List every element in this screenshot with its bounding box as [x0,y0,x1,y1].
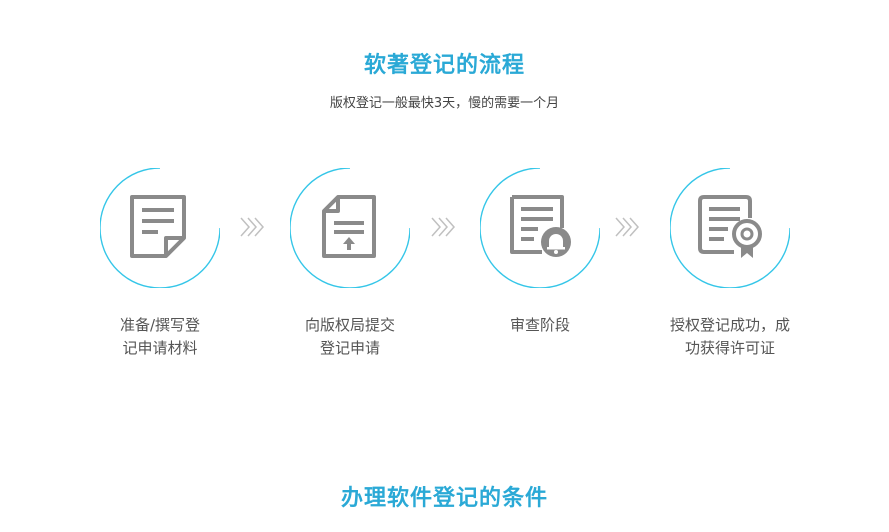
process-title: 软著登记的流程 [363,53,525,78]
step-label-line1: 审查阶段 [509,316,570,334]
upload-document-icon [322,195,376,258]
step-label-line2: 登记申请 [319,339,380,357]
step-label-line1: 向版权局提交 [304,316,395,334]
chevron-right-icon [615,217,640,237]
step-label: 准备/撰写登 记申请材料 [80,314,240,360]
step-ring [290,168,410,288]
step-label-line2: 功获得许可证 [684,339,775,357]
chevron-right-icon [431,217,456,237]
review-bell-icon [510,195,571,257]
chevron-right-icon [240,217,265,237]
conditions-title: 办理软件登记的条件 [340,486,548,511]
step-ring [670,168,790,288]
document-icon [130,195,186,258]
process-subtitle: 版权登记一般最快3天，慢的需要一个月 [329,96,560,111]
step-label: 审查阶段 [460,314,620,337]
step-label-line2: 记申请材料 [122,339,198,357]
step-label: 授权登记成功，成 功获得许可证 [650,314,810,360]
step-label-line1: 准备/撰写登 [119,316,201,334]
step-ring [480,168,600,288]
step-label: 向版权局提交 登记申请 [270,314,430,360]
step-label-line1: 授权登记成功，成 [669,316,790,334]
certificate-icon [698,195,762,258]
step-ring [100,168,220,288]
